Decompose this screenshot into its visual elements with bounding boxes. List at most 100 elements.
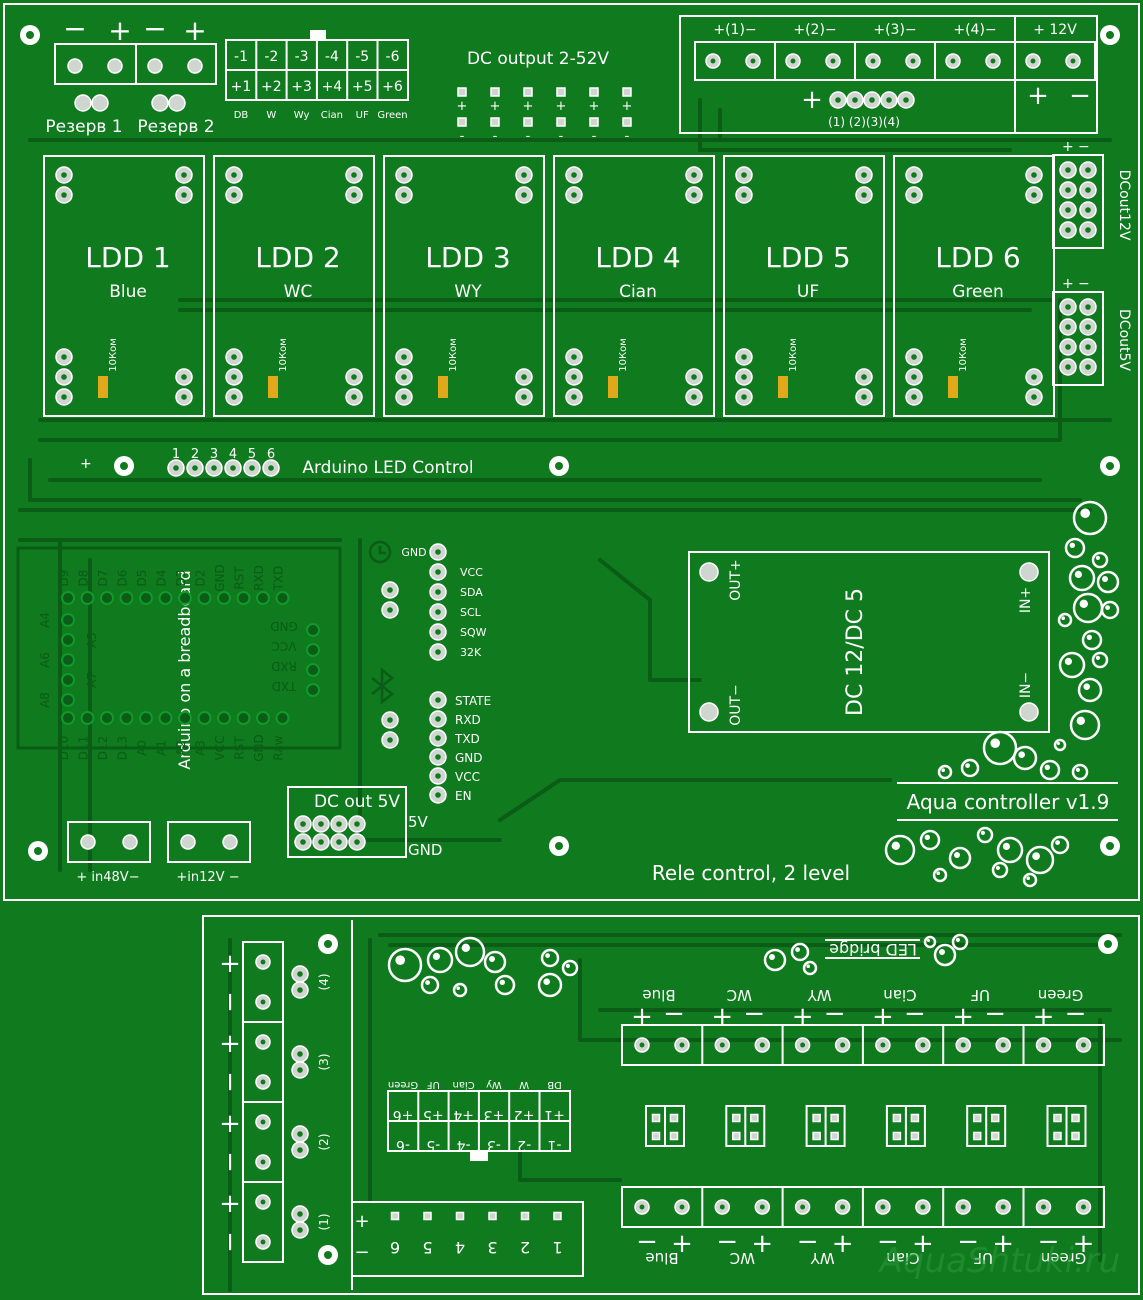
resistor-4: [608, 376, 618, 398]
arduino-top-pin-3: D7: [96, 570, 110, 587]
dcout5-minus: −: [1078, 276, 1090, 292]
arduino-bottom-pin-3: D12: [96, 736, 110, 761]
bottom-left-minus-1: −: [215, 991, 245, 1013]
bt-pin-rxd: RXD: [455, 713, 481, 727]
bottom-bot-minus-5: −: [957, 1227, 979, 1257]
arduino-bottom-pin-8: A3: [194, 740, 208, 756]
bottom-left-minus-3: −: [215, 1151, 245, 1173]
bottom-bot-plus-2: +: [751, 1229, 773, 1259]
bottom-conn-num-1: 6: [390, 1238, 400, 1257]
decorative-bubbles: [387, 500, 1120, 998]
bottom-left-plus-1: +: [219, 949, 241, 979]
bottom-bot-minus-6: −: [1038, 1227, 1060, 1257]
ldd-1-name: LDD 1: [85, 241, 170, 274]
bottom-mid-plus-1: +6: [393, 1107, 414, 1123]
bottom-mid-plus-5: +2: [514, 1107, 535, 1123]
ldd-4-color: Cian: [619, 282, 657, 302]
bottom-top-plus-2: +: [711, 1002, 733, 1032]
top-minus-6: -6: [386, 49, 400, 65]
resistor-6: [948, 376, 958, 398]
dcdc-label: DC 12/DC 5: [843, 588, 868, 716]
bottom-top-channel-4: Cian: [883, 986, 916, 1004]
led-bridge-label: LED bridge: [829, 940, 917, 959]
bottom-mid-plus-2: +5: [423, 1107, 444, 1123]
in48-label: + in48V−: [76, 870, 139, 885]
arduino-top-pin-6: D4: [155, 570, 169, 587]
top-channel-4: Cian: [321, 110, 343, 121]
bottom-left-minus-2: −: [215, 1071, 245, 1093]
resistor-1: [98, 376, 108, 398]
bottom-top-plus-4: +: [872, 1002, 894, 1032]
bottom-left-plus-4: +: [219, 1189, 241, 1219]
in12-label: +in12V −: [176, 870, 239, 885]
top-plus-2: +2: [261, 79, 282, 95]
arduino-left-pin-1: A4: [38, 612, 52, 628]
bottom-mid-minus-4: -3: [487, 1137, 501, 1153]
bottom-mid-plus-4: +3: [484, 1107, 505, 1123]
bt-pin-state: STATE: [455, 694, 491, 708]
arduino-top-pin-12: TXD: [272, 566, 286, 592]
dcout12-plus: +: [1062, 139, 1074, 155]
arduino-top-pin-8: D2: [194, 570, 208, 587]
ldd-1-color: Blue: [109, 282, 147, 302]
rtc-pin-sda: SDA: [460, 586, 483, 599]
dc-out-plus-5: +: [589, 99, 600, 114]
gnd-label: GND: [408, 841, 442, 859]
led-ctrl-pin-4: 4: [229, 447, 237, 462]
dc-out-minus-4: -: [559, 129, 564, 144]
bottom-top-minus-1: −: [663, 999, 685, 1029]
ldd-3-color: WY: [454, 282, 482, 302]
bottom-left-relay-connectors: (4)+−(3)+−(2)+−(1)+−: [215, 941, 331, 1263]
bt-pin-vcc: VCC: [455, 770, 480, 784]
bt-pin-gnd: GND: [455, 751, 483, 765]
reserve-2-label: Резерв 2: [137, 117, 214, 137]
rtc-pin-32k: 32K: [460, 646, 482, 659]
arduino-left-pin-2: A5: [85, 632, 99, 648]
top-minus-1: -1: [234, 49, 248, 65]
bottom-channel-connectors: +−Blue+−Blue+−WC+−WC+−WY+−WY+−Cian+−Cian…: [621, 986, 1105, 1267]
dcout5-block: DC out 5V 5V GND: [287, 786, 442, 859]
resistor-label-6: 10Ком: [958, 338, 969, 372]
dcout12-label: DCout12V: [1116, 170, 1132, 241]
arduino-top-pin-7: D3: [174, 570, 188, 587]
bottom-top-minus-2: −: [743, 999, 765, 1029]
dcdc-out-plus: OUT+: [728, 559, 744, 601]
led-ctrl-pin-6: 6: [267, 447, 275, 462]
bottom-conn-num-5: 2: [520, 1238, 530, 1257]
bottom-mid-minus-2: -5: [426, 1137, 440, 1153]
dcdc-out-minus: OUT−: [728, 684, 744, 726]
ldd-2-name: LDD 2: [255, 241, 340, 274]
bottom-left-num-2: (3): [317, 1054, 331, 1071]
conn-minus: −: [354, 1242, 369, 1263]
watermark: AquaShtuki.ru: [878, 1241, 1121, 1281]
reserve-pol-1: −: [63, 12, 86, 45]
dc-out-plus-4: +: [556, 99, 567, 114]
reserve-pol-4: +: [183, 14, 206, 47]
dcout5-block-label: DC out 5V: [314, 792, 400, 812]
v5-label: 5V: [408, 813, 429, 831]
bottom-conn-num-6: 1: [552, 1238, 562, 1257]
relay-connector-block: + − + (1) (2)(3)(4) +(1)−+(2)−+(3)−+(4)−…: [679, 15, 1098, 134]
bottom-top-plus-3: +: [792, 1002, 814, 1032]
bottom-mid-label-3: Cian: [452, 1079, 474, 1090]
top-plus-6: +6: [382, 79, 403, 95]
arduino-top-pin-5: D5: [135, 570, 149, 587]
top-channel-3: Wy: [294, 110, 310, 121]
bottom-top-plus-1: +: [631, 1002, 653, 1032]
bottom-top-minus-3: −: [824, 999, 846, 1029]
bt-pin-txd: TXD: [454, 732, 480, 746]
resistor-label-5: 10Ком: [788, 338, 799, 372]
dcdc-in-plus: IN+: [1018, 587, 1034, 613]
arduino-top-pin-1: D9: [57, 570, 71, 587]
arduino-top-pin-4: D6: [116, 570, 130, 587]
top-plus-4: +4: [322, 79, 343, 95]
resistor-2: [268, 376, 278, 398]
arduino-bottom-pin-10: RST: [233, 736, 247, 760]
top-plus-3: +3: [291, 79, 312, 95]
arduino-left-pin-4: A7: [85, 672, 99, 688]
ldd-6-name: LDD 6: [935, 241, 1020, 274]
